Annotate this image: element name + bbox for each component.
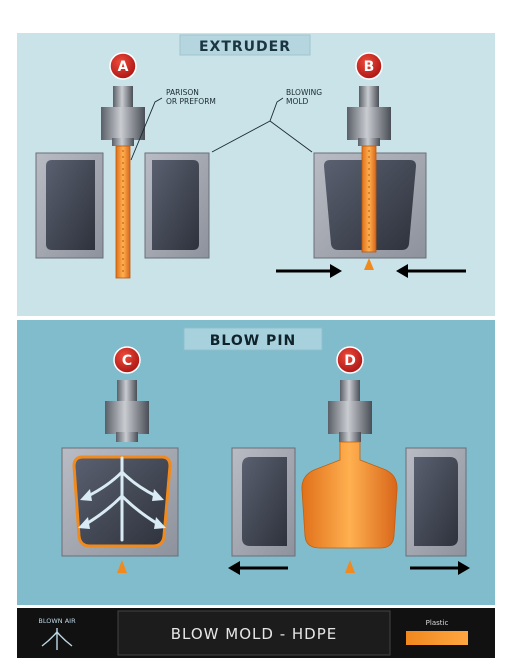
blown-bottle (301, 441, 398, 549)
extruder-b (347, 86, 391, 146)
parison-label-line2: OR PREFORM (166, 97, 216, 106)
blown-air-arrowheads (78, 489, 166, 529)
plastic-drip-c (117, 560, 127, 573)
plastic-drip-d (345, 560, 355, 573)
mold-a-left (35, 152, 104, 259)
mold-label-line1: BLOWING (286, 88, 322, 97)
step-b-badge-icon: B (355, 52, 383, 80)
parison-leader-line (130, 97, 163, 161)
arrow-icon (276, 264, 342, 278)
step-b-label: B (364, 59, 375, 75)
plastic-swatch (406, 631, 468, 645)
step-a-label: A (118, 59, 129, 75)
plastic-label: Plastic (426, 619, 449, 627)
step-d-badge-icon: D (336, 346, 364, 374)
extruder-title: EXTRUDER (199, 39, 291, 55)
blown-air-label: BLOWN AIR (38, 617, 76, 625)
parison-a (115, 145, 131, 279)
footer-title: BLOW MOLD - HDPE (171, 625, 337, 643)
arrow-icon (396, 264, 466, 278)
mold-d-left (231, 447, 296, 557)
extruder-title-box (179, 34, 311, 56)
mold-c-closed (61, 447, 179, 557)
extruder-c (105, 380, 149, 442)
step-c-label: C (122, 353, 132, 369)
step-c-badge-icon: C (113, 346, 141, 374)
blow-pin-title-box (183, 327, 323, 351)
arrow-icon (410, 561, 470, 575)
extruder-a (101, 86, 145, 146)
step-d-label: D (344, 353, 356, 369)
parison-label-line1: PARISON (166, 88, 199, 97)
arrow-icon (228, 561, 288, 575)
extruder-d (328, 380, 372, 442)
blow-pin-title: BLOW PIN (210, 333, 297, 349)
step-a-badge-icon: A (109, 52, 137, 80)
parison-b (361, 145, 377, 270)
blown-air-arrows (84, 456, 160, 542)
mold-leader-lines (211, 97, 313, 153)
mold-a-right (144, 152, 210, 259)
mold-label-line2: MOLD (286, 97, 309, 106)
branching-arrows-icon (41, 628, 73, 650)
footer-title-box (117, 610, 391, 656)
mold-d-right (405, 447, 467, 557)
